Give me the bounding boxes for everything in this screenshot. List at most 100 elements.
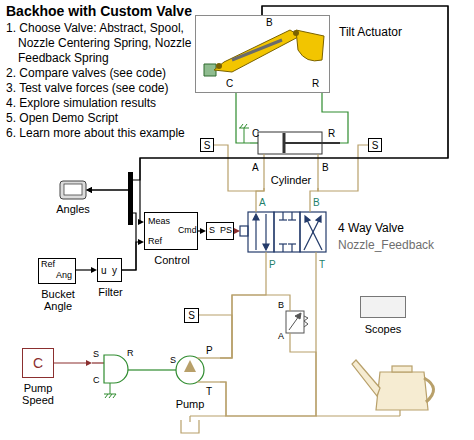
connector-line bbox=[236, 93, 250, 143]
controller-block: MeasCmdRefControl bbox=[144, 212, 198, 250]
port-label: S bbox=[201, 140, 213, 151]
velocity-source-symbol bbox=[92, 355, 136, 398]
arrow-head bbox=[86, 187, 92, 193]
velocity-source-symbol-part bbox=[104, 355, 128, 383]
relief-valve-symbol bbox=[286, 300, 308, 344]
pump-symbol bbox=[168, 356, 220, 384]
velocity-source-symbol-part bbox=[109, 394, 112, 398]
connector bbox=[220, 344, 316, 416]
instruction-item: 6. Learn more about this example bbox=[6, 126, 194, 141]
valve-symbol-part bbox=[279, 219, 287, 220]
valve-port-stubs-part bbox=[255, 196, 256, 212]
velocity-source-symbol-part bbox=[128, 369, 136, 370]
valve-port-stubs-part bbox=[309, 196, 310, 212]
connector bbox=[220, 282, 316, 416]
valve-symbol-part bbox=[288, 219, 296, 220]
sensor-port-box: S bbox=[200, 138, 214, 152]
port-label: C bbox=[23, 356, 53, 371]
reference-source-block: RefAngBucket Angle bbox=[38, 258, 76, 284]
reservoir-can-part bbox=[352, 360, 380, 396]
connector-line bbox=[220, 344, 316, 416]
reservoir-can-part bbox=[316, 415, 400, 416]
valve-symbol-part bbox=[304, 220, 319, 250]
tilt-illustration-part bbox=[232, 40, 282, 60]
connector-line bbox=[136, 369, 168, 370]
arrow-head bbox=[86, 187, 92, 193]
velocity-source-symbol-part bbox=[113, 394, 116, 398]
connector bbox=[214, 145, 264, 191]
scope-icon bbox=[60, 181, 86, 199]
port-label: Cmd bbox=[178, 226, 197, 236]
pump-symbol-part bbox=[176, 356, 204, 384]
port-label: B bbox=[313, 197, 320, 208]
block-label: Filter bbox=[92, 286, 129, 298]
block-label: Cylinder bbox=[250, 174, 332, 186]
port-label: y bbox=[112, 265, 117, 276]
port-label: B bbox=[322, 162, 329, 173]
velocity-source-symbol-part bbox=[92, 362, 104, 363]
valve-symbol-part bbox=[305, 216, 310, 222]
valve-symbol-part bbox=[265, 214, 266, 245]
instruction-item: 5. Open Demo Script bbox=[6, 111, 194, 126]
pump-symbol-part bbox=[197, 357, 220, 358]
reservoir-can bbox=[316, 360, 434, 416]
port-label: u bbox=[101, 265, 107, 276]
valve-port-stubs bbox=[256, 196, 316, 282]
connector-line bbox=[220, 282, 266, 358]
valve-symbol-part bbox=[263, 244, 269, 250]
port-label: Ref bbox=[148, 237, 162, 247]
valve-symbol-part bbox=[282, 244, 283, 252]
connector-line bbox=[310, 188, 318, 196]
port-label: S bbox=[185, 310, 198, 321]
connector-line bbox=[214, 145, 264, 191]
connector-line bbox=[322, 93, 348, 143]
block-label: Scopes bbox=[357, 323, 409, 335]
port-label: C bbox=[252, 128, 259, 139]
diagram-title: Backhoe with Custom Valve bbox=[6, 3, 192, 19]
instruction-item: 2. Compare valves (see code) bbox=[6, 66, 194, 81]
reservoir-can-part bbox=[424, 378, 434, 402]
sensor-port-box: S bbox=[368, 138, 382, 152]
arrow-head bbox=[234, 228, 240, 234]
connector bbox=[136, 370, 168, 371]
instruction-list: 1. Choose Valve: Abstract, Spool, Nozzle… bbox=[6, 21, 194, 141]
connector bbox=[76, 267, 97, 273]
connector bbox=[220, 282, 266, 358]
valve-symbol-part bbox=[300, 212, 326, 252]
valve-symbol-part bbox=[282, 212, 283, 220]
cylinder-symbol-part bbox=[250, 142, 258, 143]
reservoir-can-part bbox=[376, 372, 428, 410]
valve-symbol-part bbox=[291, 212, 292, 220]
converter-block: SPS bbox=[206, 222, 234, 240]
port-label: P bbox=[269, 259, 276, 270]
port-label: T bbox=[319, 259, 325, 270]
valve-symbol-part bbox=[274, 212, 300, 252]
valve-port-stubs-part bbox=[265, 252, 266, 282]
port-label: Meas bbox=[148, 217, 170, 227]
block-label: Control bbox=[139, 254, 205, 266]
port-label: T bbox=[206, 386, 212, 397]
connector bbox=[322, 93, 348, 143]
tank-symbol-part bbox=[189, 416, 190, 422]
instruction-item: 1. Choose Valve: Abstract, Spool, Nozzle… bbox=[6, 21, 194, 66]
connector bbox=[54, 360, 92, 366]
block-label: Pump Speed bbox=[15, 382, 61, 406]
valve-symbol-part bbox=[288, 243, 296, 244]
valve-symbol bbox=[240, 212, 326, 252]
variant-label: Nozzle_Feedback bbox=[338, 239, 434, 252]
cylinder-symbol bbox=[250, 132, 340, 188]
filter-block: uyFilter bbox=[97, 258, 122, 282]
tilt-illustration-part bbox=[296, 30, 324, 61]
connector-line bbox=[54, 362, 87, 363]
pump-symbol-part bbox=[184, 360, 196, 372]
connector bbox=[256, 188, 264, 196]
port-label: B bbox=[278, 301, 284, 311]
reservoir-can-part bbox=[392, 366, 412, 372]
valve-symbol-part bbox=[307, 220, 322, 250]
tilt-illustration-part bbox=[216, 63, 222, 69]
port-label: PS bbox=[220, 226, 232, 236]
tilt-illustration bbox=[204, 30, 324, 76]
valve-symbol-part bbox=[240, 226, 248, 236]
block-label: Bucket Angle bbox=[31, 288, 85, 312]
